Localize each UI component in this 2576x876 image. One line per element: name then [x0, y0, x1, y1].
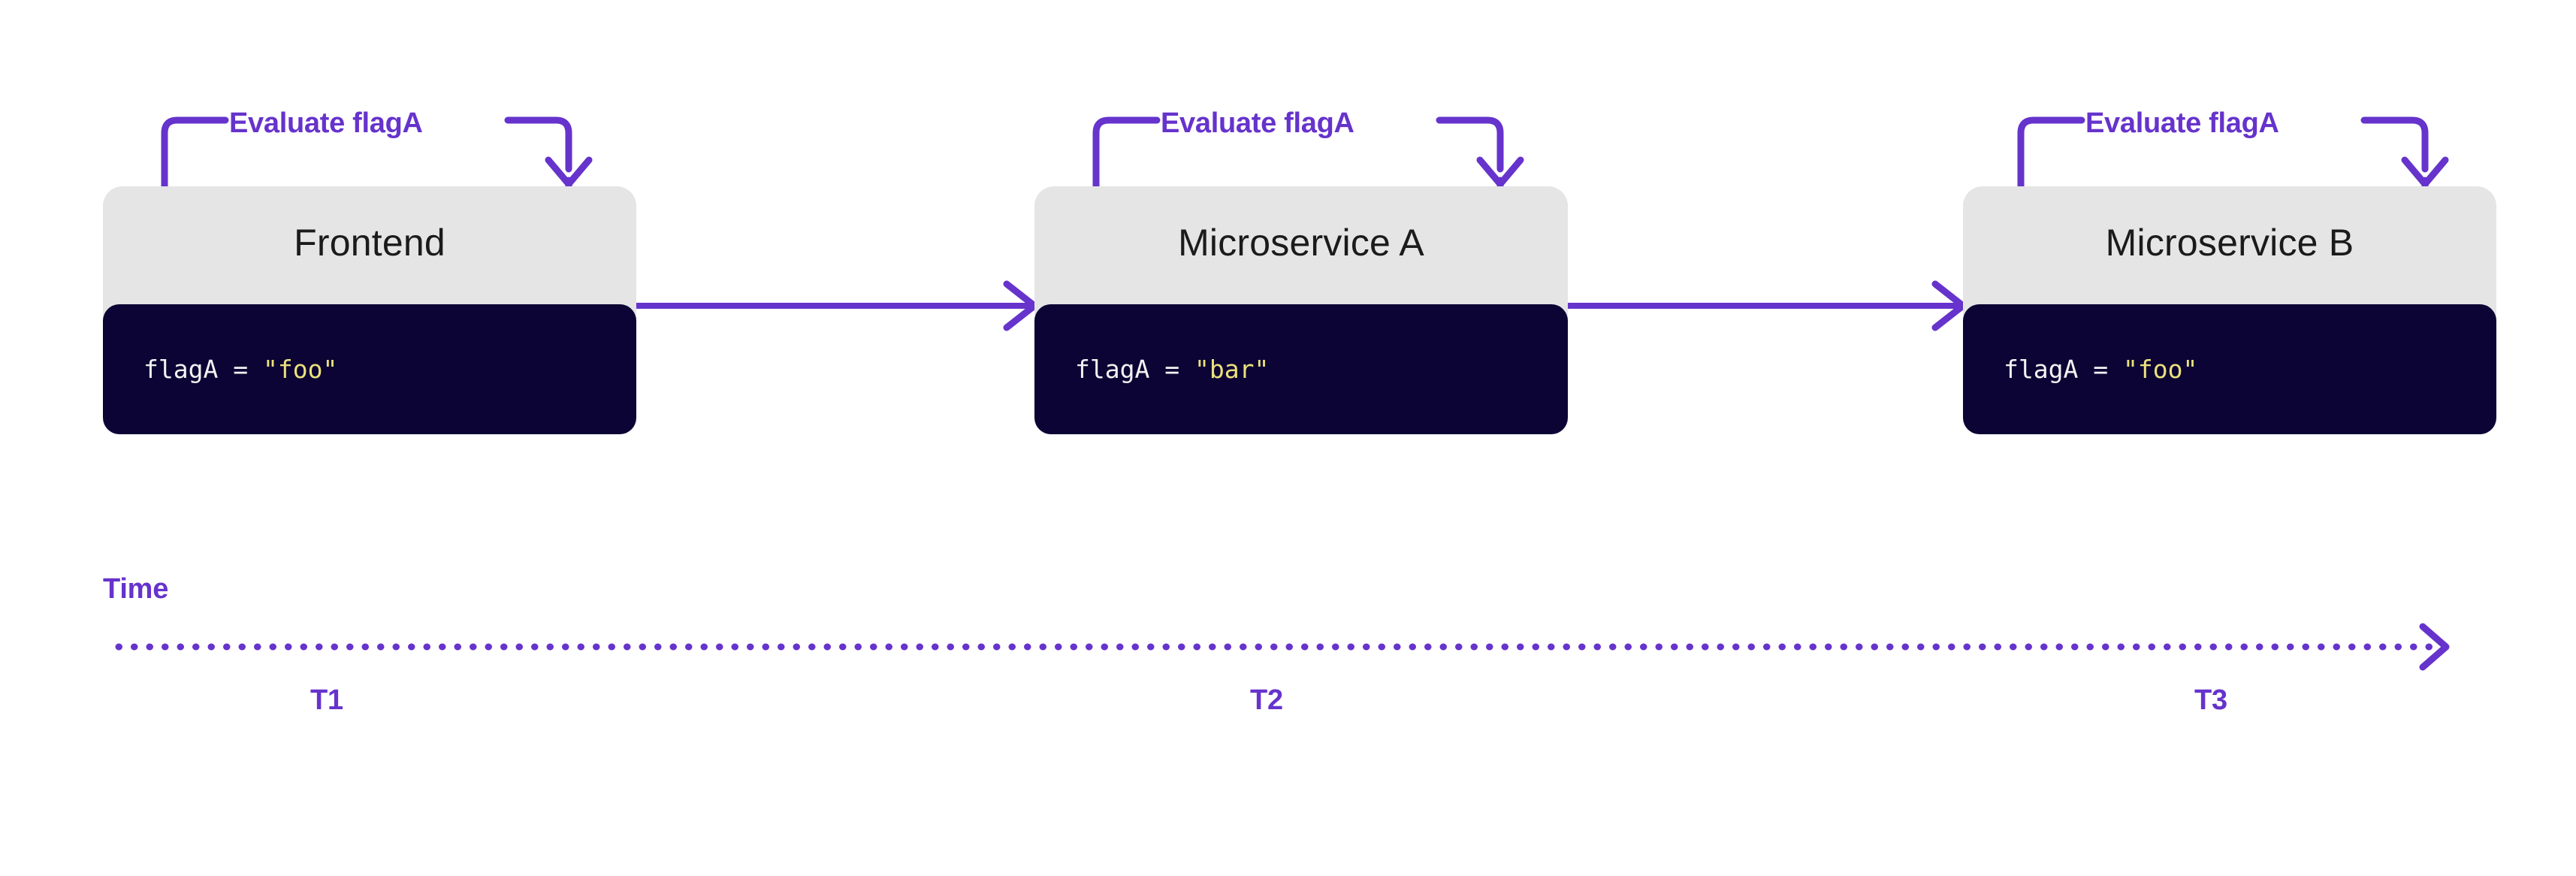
- node-microservice-a-header: Microservice A: [1034, 186, 1568, 323]
- code-space: [248, 357, 263, 382]
- code-space: [1149, 357, 1164, 382]
- node-microservice-b-code-key: flagA: [2004, 355, 2079, 384]
- timeline-tick-t3: T3: [2194, 684, 2227, 716]
- eval-label-frontend: Evaluate flagA: [229, 107, 423, 139]
- node-microservice-a-code-operator: =: [1164, 355, 1180, 384]
- node-microservice-a-title: Microservice A: [1178, 222, 1424, 264]
- node-frontend-code-key: flagA: [143, 355, 219, 384]
- flow-arrow-frontend-to-microservice-a: [633, 280, 1038, 331]
- eval-label-microservice-a: Evaluate flagA: [1161, 107, 1354, 139]
- code-space: [218, 357, 233, 382]
- node-microservice-b-code-value: "foo": [2122, 355, 2198, 384]
- arrow-down-icon: [545, 156, 593, 188]
- arrow-right-icon: [1003, 280, 1038, 331]
- code-space: [1179, 357, 1194, 382]
- node-frontend-code-panel: flagA = "foo": [103, 304, 636, 434]
- node-microservice-b-header: Microservice B: [1963, 186, 2496, 323]
- arrow-down-icon: [1476, 156, 1524, 188]
- node-microservice-a-code-value: "bar": [1194, 355, 1270, 384]
- timeline-tick-t1: T1: [310, 684, 343, 716]
- arrow-down-icon: [2401, 156, 2449, 188]
- code-space: [2108, 357, 2123, 382]
- timeline-tick-t2: T2: [1250, 684, 1283, 716]
- node-microservice-a-code-key: flagA: [1075, 355, 1150, 384]
- flow-arrow-microservice-a-to-microservice-b: [1562, 280, 1967, 331]
- node-frontend-code-operator: =: [233, 355, 249, 384]
- node-frontend-title: Frontend: [294, 222, 445, 264]
- timeline-label: Time: [103, 573, 169, 605]
- arrow-right-icon: [2419, 623, 2450, 671]
- timeline-axis: [115, 623, 2450, 671]
- node-frontend-header: Frontend: [103, 186, 636, 323]
- node-microservice-a-code-panel: flagA = "bar": [1034, 304, 1568, 434]
- node-microservice-b-code-panel: flagA = "foo": [1963, 304, 2496, 434]
- node-frontend-code-value: "foo": [262, 355, 338, 384]
- arrow-right-icon: [1931, 280, 1967, 331]
- eval-label-microservice-b: Evaluate flagA: [2085, 107, 2279, 139]
- code-space: [2078, 357, 2093, 382]
- node-microservice-b-code-operator: =: [2093, 355, 2109, 384]
- node-microservice-b-title: Microservice B: [2105, 222, 2354, 264]
